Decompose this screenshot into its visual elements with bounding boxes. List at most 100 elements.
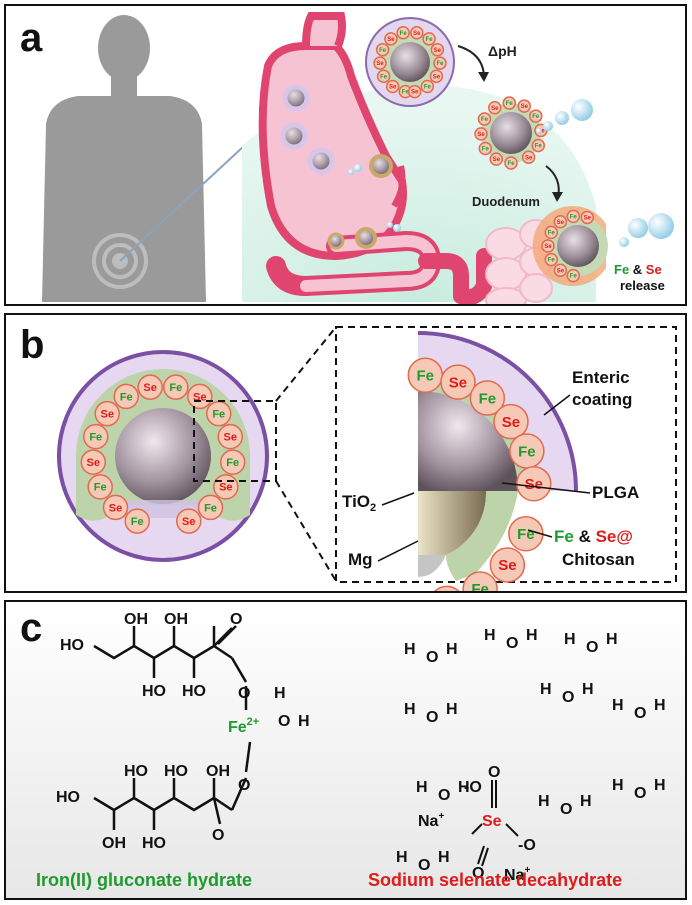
se-bead: Se <box>553 214 568 229</box>
svg-text:HO: HO <box>56 789 80 806</box>
svg-text:H: H <box>582 681 594 698</box>
svg-text:O: O <box>488 764 500 781</box>
svg-text:Fe: Fe <box>548 258 556 264</box>
selenate-caption: Sodium selenate decahydrate <box>368 870 623 890</box>
svg-text:H: H <box>446 641 458 658</box>
se-bead: Se <box>94 400 120 427</box>
svg-text:Se: Se <box>433 74 441 80</box>
se-bead: Se <box>176 508 202 534</box>
se-bead: Se <box>493 403 529 440</box>
svg-text:OH: OH <box>102 835 126 852</box>
svg-text:Fe: Fe <box>506 101 514 107</box>
svg-text:O: O <box>418 857 430 874</box>
tio2-label: TiO2 <box>342 492 376 514</box>
fe-bead: Fe <box>477 112 492 126</box>
svg-text:Se: Se <box>544 244 552 250</box>
se-bead: Se <box>517 99 531 113</box>
bubbles-mid <box>536 99 593 134</box>
svg-text:Se: Se <box>557 220 565 226</box>
svg-text:Fe: Fe <box>570 274 578 280</box>
fe-bead: Fe <box>508 515 544 552</box>
fe-ion-label: Fe2+ <box>228 716 259 736</box>
fe-bead: Fe <box>422 32 436 46</box>
se-bead: Se <box>474 127 488 141</box>
svg-text:O: O <box>634 705 646 722</box>
fe-bead: Fe <box>502 96 517 110</box>
svg-text:Fe: Fe <box>471 581 489 591</box>
fe-bead: Fe <box>376 69 391 84</box>
svg-text:Fe: Fe <box>507 161 515 167</box>
fe-bead: Fe <box>197 494 224 521</box>
fe-bead: Fe <box>469 380 506 416</box>
zoom-line-top <box>275 326 337 402</box>
fe-bead: Fe <box>529 109 543 123</box>
svg-text:Fe: Fe <box>120 391 133 403</box>
zoom-box <box>193 400 277 482</box>
se-bead: Se <box>488 101 502 115</box>
se-bead: Se <box>217 423 244 450</box>
svg-text:Se: Se <box>224 431 237 443</box>
svg-text:Fe: Fe <box>94 482 107 494</box>
se-bead: Se <box>580 210 595 225</box>
released-particle <box>481 103 541 163</box>
se-bead: Se <box>489 152 503 166</box>
panel-b-label: b <box>20 323 45 367</box>
svg-text:Fe: Fe <box>482 147 490 153</box>
fe-bead: Fe <box>433 56 447 70</box>
svg-text:H: H <box>298 713 310 730</box>
svg-text:O: O <box>506 635 518 652</box>
svg-text:Fe: Fe <box>436 61 444 67</box>
svg-text:-O: -O <box>464 779 482 796</box>
svg-text:H: H <box>612 697 624 714</box>
svg-text:O: O <box>278 713 290 730</box>
svg-text:O: O <box>562 689 574 706</box>
enteric-label-1: Enteric <box>572 368 630 387</box>
svg-text:Se: Se <box>525 476 543 493</box>
fe-bead: Fe <box>566 209 581 224</box>
fe-bead: Fe <box>375 42 390 57</box>
panel-a: a <box>4 4 687 306</box>
human-silhouette <box>42 15 206 302</box>
se-bead: Se <box>541 239 555 253</box>
se-bead: Se <box>440 364 476 400</box>
se-bead: Se <box>384 32 398 46</box>
se-bead: Se <box>521 150 536 165</box>
svg-text:Fe: Fe <box>532 114 540 120</box>
svg-text:Se: Se <box>521 104 529 110</box>
svg-text:Se: Se <box>387 37 395 43</box>
svg-text:Na+: Na+ <box>418 811 444 830</box>
svg-text:Se: Se <box>109 502 122 514</box>
se-bead: Se <box>187 383 213 410</box>
svg-text:Se: Se <box>491 106 499 112</box>
se-bead: Se <box>137 374 163 400</box>
selenate-labels: -O O -O O Na+ Na+ <box>418 764 536 884</box>
release-fe-se-label: Fe & Se <box>614 262 662 277</box>
se-bead: Se <box>489 547 526 583</box>
fe-bead: Fe <box>82 423 109 450</box>
svg-text:Fe: Fe <box>426 37 434 43</box>
svg-text:Fe: Fe <box>131 516 144 528</box>
svg-text:Se: Se <box>182 516 195 528</box>
delta-ph-label: ΔpH <box>488 43 517 59</box>
svg-text:H: H <box>438 849 450 866</box>
se-bead: Se <box>385 79 400 94</box>
panel-c-structures: HO OH HO OH HO O O O HO OH HO HO HO OH O… <box>56 611 666 884</box>
fe-bead: Fe <box>396 26 410 40</box>
svg-text:HO: HO <box>124 763 148 780</box>
svg-text:Fe: Fe <box>212 409 225 421</box>
svg-text:H: H <box>540 681 552 698</box>
svg-text:Se: Se <box>376 61 384 67</box>
svg-text:Fe: Fe <box>570 214 578 220</box>
svg-text:H: H <box>404 641 416 658</box>
fe-bead: Fe <box>478 141 493 156</box>
svg-text:HO: HO <box>142 835 166 852</box>
